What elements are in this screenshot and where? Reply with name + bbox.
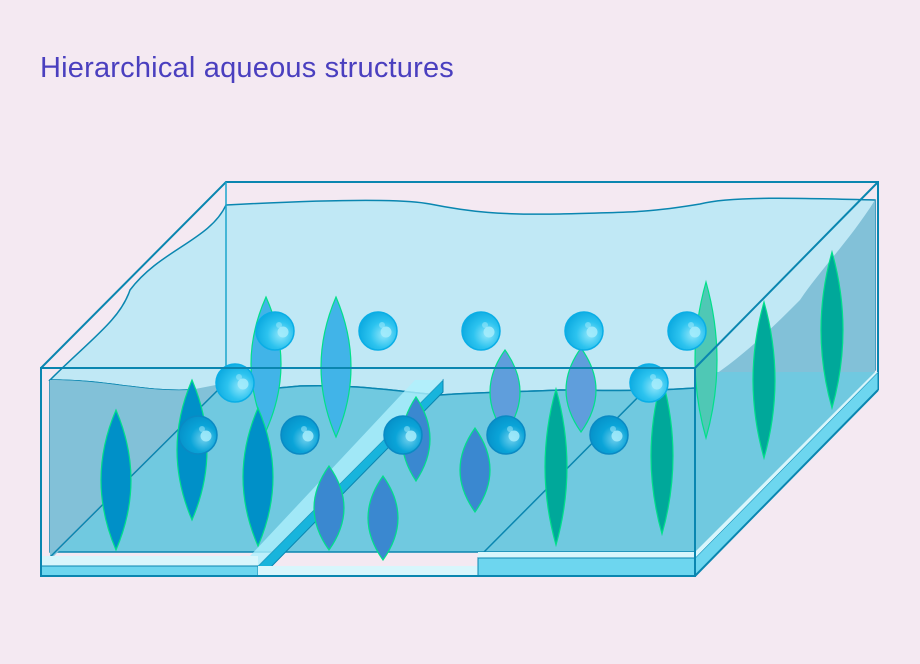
plate-right	[478, 552, 695, 558]
lens-structure	[820, 249, 844, 411]
bubble	[215, 363, 255, 403]
lens-structure	[313, 464, 345, 552]
bubble	[486, 415, 526, 455]
plate-middle	[258, 566, 478, 576]
plate-left	[41, 556, 258, 566]
bottom-plates	[40, 370, 879, 578]
bubble	[629, 363, 669, 403]
container-front	[40, 181, 879, 577]
bubble	[564, 311, 604, 351]
lens-structure	[544, 386, 568, 548]
bubble	[178, 415, 218, 455]
container-back	[40, 181, 879, 390]
lens-structure	[100, 408, 132, 552]
lens-structure	[752, 299, 776, 461]
bubble	[280, 415, 320, 455]
page-title: Hierarchical aqueous structures	[40, 52, 454, 84]
bubble	[667, 311, 707, 351]
lens-structure	[367, 474, 399, 562]
lens-structure	[650, 375, 674, 537]
bubble	[358, 311, 398, 351]
bubble	[461, 311, 501, 351]
bubble	[383, 415, 423, 455]
lens-structure	[459, 426, 491, 514]
bubble	[255, 311, 295, 351]
lens-structure	[242, 406, 274, 548]
bubble	[589, 415, 629, 455]
